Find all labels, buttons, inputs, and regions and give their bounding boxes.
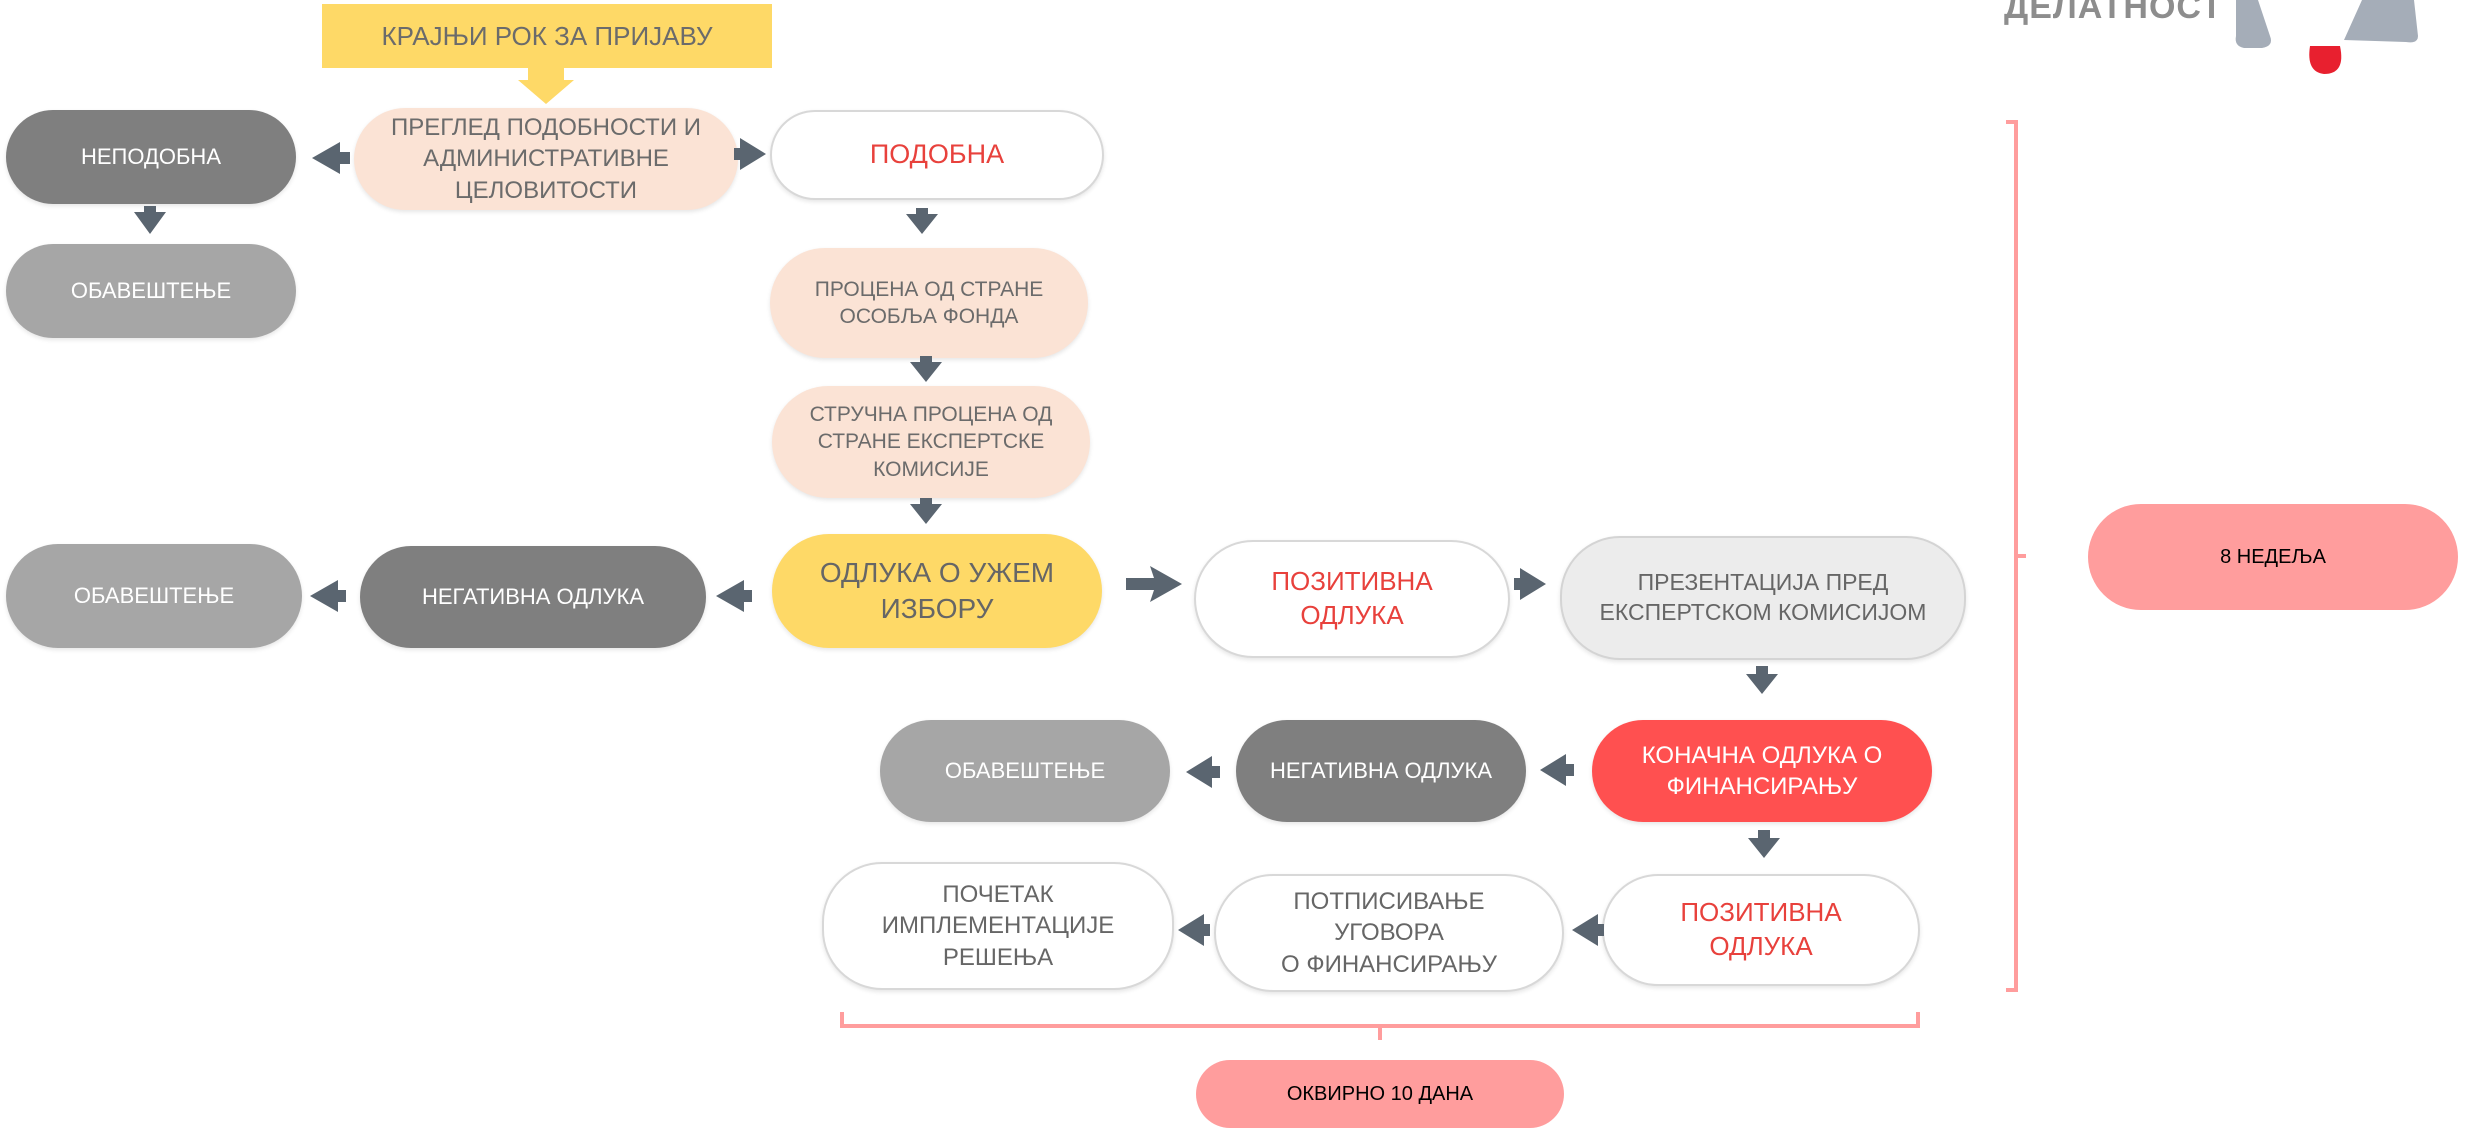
deadline-banner: КРАЈЊИ РОК ЗА ПРИЈАВУ: [322, 4, 772, 68]
bracket-8-weeks: [2006, 120, 2026, 992]
expert-assessment-node: СТРУЧНА ПРОЦЕНА ОД СТРАНЕ ЕКСПЕРТСКЕ КОМ…: [772, 386, 1090, 498]
positive-decision-node-1: ПОЗИТИВНА ОДЛУКА: [1194, 540, 1510, 658]
arrow-left: [716, 580, 752, 612]
bracket-10-days: [840, 1012, 1920, 1040]
arrow-down: [1748, 830, 1780, 858]
arrows: [134, 66, 1780, 946]
arrow-left: [1186, 756, 1220, 788]
arrow-left: [1540, 754, 1574, 786]
eligible-node: ПОДОБНА: [770, 110, 1104, 200]
shortlist-decision-node: ОДЛУКА О УЖЕМ ИЗБОРУ: [772, 534, 1102, 648]
negative-decision-node-2: НЕГАТИВНА ОДЛУКА: [1236, 720, 1526, 822]
duration-8-weeks: 8 НЕДЕЉА: [2088, 504, 2458, 610]
duration-10-days: ОКВИРНО 10 ДАНА: [1196, 1060, 1564, 1128]
arrow-right: [1514, 568, 1546, 600]
negative-decision-node-1: НЕГАТИВНА ОДЛУКА: [360, 546, 706, 648]
arrow-right: [1126, 566, 1182, 602]
arrow-down: [134, 206, 166, 234]
notification-node-2: ОБАВЕШТЕЊЕ: [6, 544, 302, 648]
arrow-left: [312, 142, 350, 174]
arrow-left: [310, 580, 346, 612]
implementation-start-node: ПОЧЕТАК ИМПЛЕМЕНТАЦИЈЕ РЕШЕЊА: [822, 862, 1174, 990]
notification-node-3: ОБАВЕШТЕЊЕ: [880, 720, 1170, 822]
arrow-down: [910, 356, 942, 382]
arrow-down: [906, 208, 938, 234]
staff-assessment-node: ПРОЦЕНА ОД СТРАНЕ ОСОБЉА ФОНДА: [770, 248, 1088, 358]
positive-decision-node-2: ПОЗИТИВНА ОДЛУКА: [1602, 874, 1920, 986]
presentation-node: ПРЕЗЕНТАЦИЈА ПРЕД ЕКСПЕРТСКОМ КОМИСИЈОМ: [1560, 536, 1966, 660]
arrow-left: [1178, 914, 1210, 946]
arrow-left: [1572, 914, 1604, 946]
arrow-down: [1746, 666, 1778, 694]
final-decision-node: КОНАЧНА ОДЛУКА О ФИНАНСИРАЊУ: [1592, 720, 1932, 822]
arrow-right: [734, 138, 766, 170]
contract-signing-node: ПОТПИСИВАЊЕ УГОВОРА О ФИНАНСИРАЊУ: [1214, 874, 1564, 992]
corner-label: ДЕЛАТНОСТ: [2004, 0, 2223, 26]
eligibility-review-node: ПРЕГЛЕД ПОДОБНОСТИ И АДМИНИСТРАТИВНЕ ЦЕЛ…: [354, 108, 738, 210]
notification-node-1: ОБАВЕШТЕЊЕ: [6, 244, 296, 338]
banner-down-arrow: [518, 66, 574, 104]
arrow-down: [910, 498, 942, 524]
ineligible-node: НЕПОДОБНА: [6, 110, 296, 204]
